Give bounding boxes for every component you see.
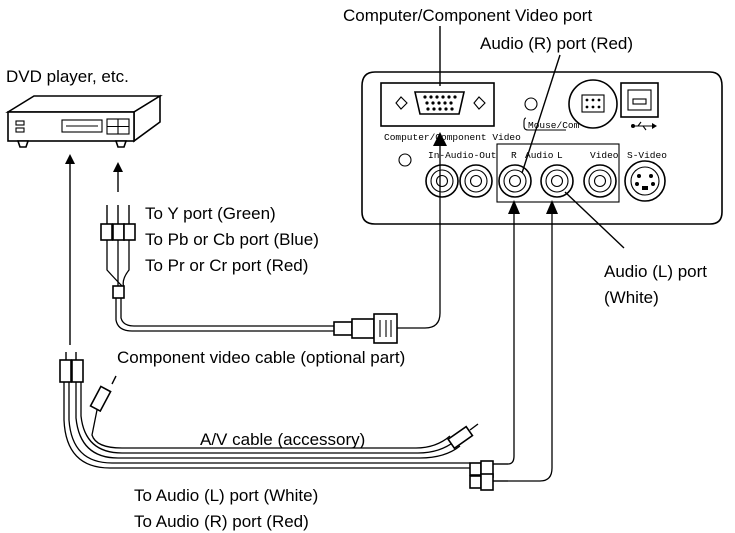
s-video-label: S-Video [627,150,667,161]
computer-port-label: Computer/Component Video port [343,6,592,25]
dvd-player-icon [5,94,163,148]
r-label: R [511,150,517,161]
computer-component-video-label: Computer/Component Video [384,132,521,143]
audio-r-port-label: Audio (R) port (Red) [480,34,633,53]
audio-label: Audio [525,150,554,161]
av-cable-label: A/V cable (accessory) [200,430,365,449]
audio-l-port [540,164,574,198]
to-pb-port-label: To Pb or Cb port (Blue) [145,230,319,249]
computer-component-video-port [395,91,486,115]
audio-l-port-color-label: (White) [604,288,659,307]
to-audio-l-label: To Audio (L) port (White) [134,486,318,505]
usb-icon [631,121,657,131]
in-audio-out-label: In-Audio-Out [428,150,496,161]
projector-panel: Computer/Component Video Mouse/Com In-Au… [361,71,723,225]
audio-l-port-label: Audio (L) port [604,262,707,281]
to-pr-port-label: To Pr or Cr port (Red) [145,256,308,275]
video-label: Video [590,150,619,161]
dvd-player-label: DVD player, etc. [6,67,129,86]
audio-l-port-leader [564,191,625,249]
to-y-port-label: To Y port (Green) [145,204,276,223]
audio-r-port-leader [521,54,561,174]
arrow-to-dvd-icon [65,154,123,345]
l-label: L [557,150,563,161]
audio-r-port [498,164,532,198]
component-video-cable [100,132,447,344]
av-cable [59,200,558,491]
to-audio-r-label: To Audio (R) port (Red) [134,512,309,531]
component-cable-label: Component video cable (optional part) [117,348,405,367]
video-port [583,164,617,198]
mouse-com-label: Mouse/Com [528,120,580,131]
s-video-port [624,160,666,202]
